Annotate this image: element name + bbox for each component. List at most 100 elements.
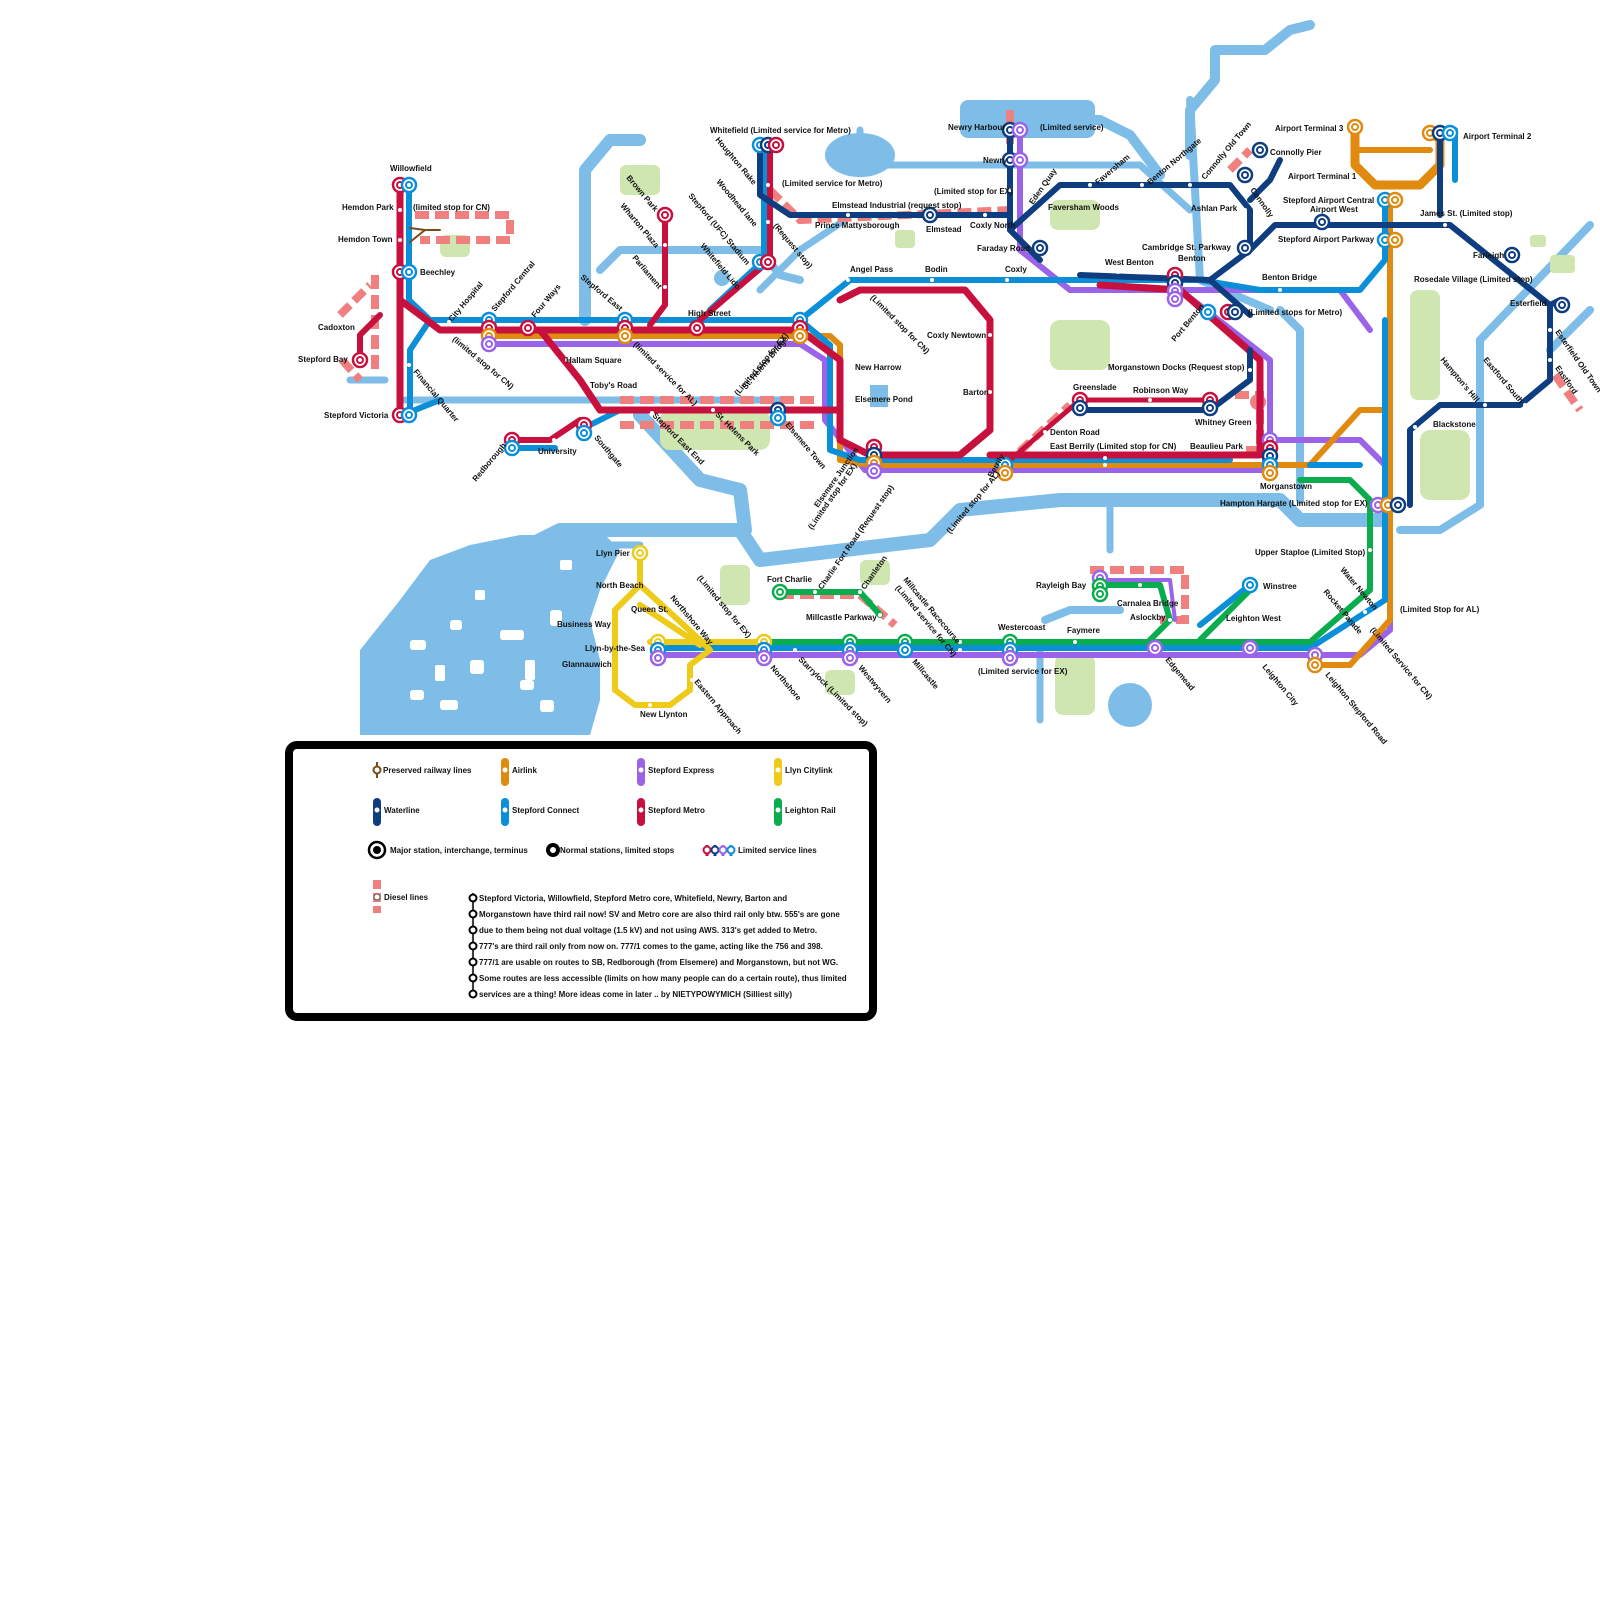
station-marker[interactable] xyxy=(1116,270,1120,274)
station-marker[interactable] xyxy=(878,613,882,617)
station-west-benton[interactable]: West Benton xyxy=(1105,258,1154,267)
station-eastern-approach[interactable]: Eastern Approach xyxy=(692,678,743,736)
station-marker[interactable] xyxy=(1188,183,1192,187)
station-elmstead[interactable]: Elmstead xyxy=(926,225,962,234)
station-rosedale-village[interactable]: Rosedale Village (Limited stop) xyxy=(1414,275,1533,284)
station-millcastle-parkway[interactable]: Millcastle Parkway xyxy=(806,613,877,622)
station-faymere[interactable]: Faymere xyxy=(1067,626,1100,635)
station-marker[interactable] xyxy=(766,220,770,224)
station-marker[interactable] xyxy=(1043,430,1047,434)
station-stepford-airport-central[interactable]: Stepford Airport Central xyxy=(1283,196,1374,205)
station-blackstone[interactable]: Blackstone xyxy=(1433,420,1476,429)
station-marker[interactable] xyxy=(988,333,992,337)
station-marker[interactable] xyxy=(988,390,992,394)
station-marker[interactable] xyxy=(774,183,778,187)
station-elsemere-pond[interactable]: Elsemere Pond xyxy=(855,395,913,404)
station-marker[interactable] xyxy=(1443,223,1447,227)
station-marker[interactable] xyxy=(1168,618,1172,622)
station-business-way[interactable]: Business Way xyxy=(557,620,611,629)
station-north-beach[interactable]: North Beach xyxy=(596,581,644,590)
station-marker[interactable] xyxy=(793,648,797,652)
station-marker[interactable] xyxy=(1548,358,1552,362)
station-marker[interactable] xyxy=(930,278,934,282)
station-faversham[interactable]: Faversham xyxy=(1094,152,1132,186)
station-marker[interactable] xyxy=(1148,398,1152,402)
station-marker[interactable] xyxy=(620,618,624,622)
station-millcastle-racecourse[interactable]: Millcastle Racecourse xyxy=(901,576,962,646)
station-marker[interactable] xyxy=(1393,610,1397,614)
station-marker[interactable] xyxy=(1523,403,1527,407)
station-robinson-way[interactable]: Robinson Way xyxy=(1133,386,1189,395)
station-marker[interactable] xyxy=(1368,548,1372,552)
station-stepford-victoria[interactable]: Stepford Victoria xyxy=(324,411,389,420)
station-morganstown[interactable]: Morganstown xyxy=(1260,482,1312,491)
station-ashlan-park[interactable]: Ashlan Park xyxy=(1191,204,1238,213)
station-airport-terminal-3[interactable]: Airport Terminal 3 xyxy=(1275,124,1344,133)
station-marker[interactable] xyxy=(407,363,411,367)
station-prince-mattysborough[interactable]: Prince Mattysborough xyxy=(815,221,900,230)
station-marker[interactable] xyxy=(565,358,569,362)
station-marker[interactable] xyxy=(552,438,556,442)
station-connolly-pier[interactable]: Connolly Pier xyxy=(1270,148,1322,157)
station-marker[interactable] xyxy=(620,668,624,672)
station-marker[interactable] xyxy=(398,208,402,212)
station-bodin[interactable]: Bodin xyxy=(925,265,948,274)
station-water-newton[interactable]: Water Newton xyxy=(1338,566,1379,613)
station-marker[interactable] xyxy=(1248,368,1252,372)
station-denton-road[interactable]: Denton Road xyxy=(1050,428,1100,437)
station-marker[interactable] xyxy=(447,320,451,324)
station-marker[interactable] xyxy=(663,285,667,289)
station-marker[interactable] xyxy=(1483,403,1487,407)
station-whitefield[interactable]: Whitefield (Limited service for Metro) xyxy=(710,126,851,135)
station-winstree[interactable]: Winstree xyxy=(1263,582,1297,591)
station-marker[interactable] xyxy=(846,213,850,217)
station-rayleigh-bay[interactable]: Rayleigh Bay xyxy=(1036,581,1087,590)
station-elmstead-industrial[interactable]: Elmstead Industrial (request stop) xyxy=(832,201,962,210)
station-glannauwich[interactable]: Glannauwich xyxy=(562,660,612,669)
station-tobys-road[interactable]: Toby's Road xyxy=(590,381,637,390)
station-marker[interactable] xyxy=(648,703,652,707)
station-marker[interactable] xyxy=(846,368,850,372)
station-stepford-bay[interactable]: Stepford Bay xyxy=(298,355,348,364)
station-leighton-west[interactable]: Leighton West xyxy=(1226,614,1281,623)
station-marker[interactable] xyxy=(688,613,692,617)
station-james-st[interactable]: James St. (Limited stop) xyxy=(1420,209,1513,218)
station-benton[interactable]: Benton xyxy=(1178,254,1206,263)
station-marker[interactable] xyxy=(1008,188,1012,192)
station-beaulieu-park[interactable]: Beaulieu Park xyxy=(1190,442,1243,451)
station-parliament[interactable]: Parliament xyxy=(630,254,663,291)
station-benton-bridge[interactable]: Benton Bridge xyxy=(1262,273,1318,282)
station-faraday-road[interactable]: Faraday Road xyxy=(977,244,1030,253)
station-leighton-stepford-road[interactable]: Leighton Stepford Road xyxy=(1323,671,1389,747)
station-newry-harbour[interactable]: Newry Harbour xyxy=(948,123,1005,132)
station-whitney-green[interactable]: Whitney Green xyxy=(1195,418,1252,427)
station-marker[interactable] xyxy=(983,213,987,217)
station-new-harrow[interactable]: New Harrow xyxy=(855,363,902,372)
station-marker[interactable] xyxy=(1243,208,1247,212)
station-marker[interactable] xyxy=(1138,583,1142,587)
station-marker[interactable] xyxy=(588,381,592,385)
station-hampton-hargate[interactable]: Hampton Hargate (Limited stop for EX) xyxy=(1220,499,1368,508)
station-redborough[interactable]: Redborough xyxy=(471,441,509,483)
station-airport-terminal-2[interactable]: Airport Terminal 2 xyxy=(1463,132,1532,141)
station-marker[interactable] xyxy=(398,238,402,242)
station-stepford-central[interactable]: Stepford Central xyxy=(490,259,537,313)
station-marker[interactable] xyxy=(958,640,962,644)
station-university[interactable]: University xyxy=(538,447,577,456)
station-marker[interactable] xyxy=(846,400,850,404)
station-upper-staploe[interactable]: Upper Staploe (Limited Stop) xyxy=(1255,548,1366,557)
station-city-hospital[interactable]: City Hospital xyxy=(447,280,485,323)
station-leighton-city[interactable]: Leighton City xyxy=(1260,663,1300,708)
station-cambridge-st-parkway[interactable]: Cambridge St. Parkway xyxy=(1142,243,1231,252)
station-coxly-north[interactable]: Coxly North xyxy=(970,221,1015,230)
station-marker[interactable] xyxy=(1366,626,1370,630)
station-marker[interactable] xyxy=(1413,425,1417,429)
station-marker[interactable] xyxy=(653,583,657,587)
station-airport-terminal-1[interactable]: Airport Terminal 1 xyxy=(1288,172,1357,181)
station-coxly-newtown[interactable]: Coxly Newtown xyxy=(927,331,986,340)
station-aslockby[interactable]: Aslockby xyxy=(1130,613,1166,622)
station-high-street[interactable]: High Street xyxy=(688,309,731,318)
station-four-ways[interactable]: Four Ways xyxy=(530,282,563,319)
station-marker[interactable] xyxy=(663,243,667,247)
station-marker[interactable] xyxy=(746,286,750,290)
